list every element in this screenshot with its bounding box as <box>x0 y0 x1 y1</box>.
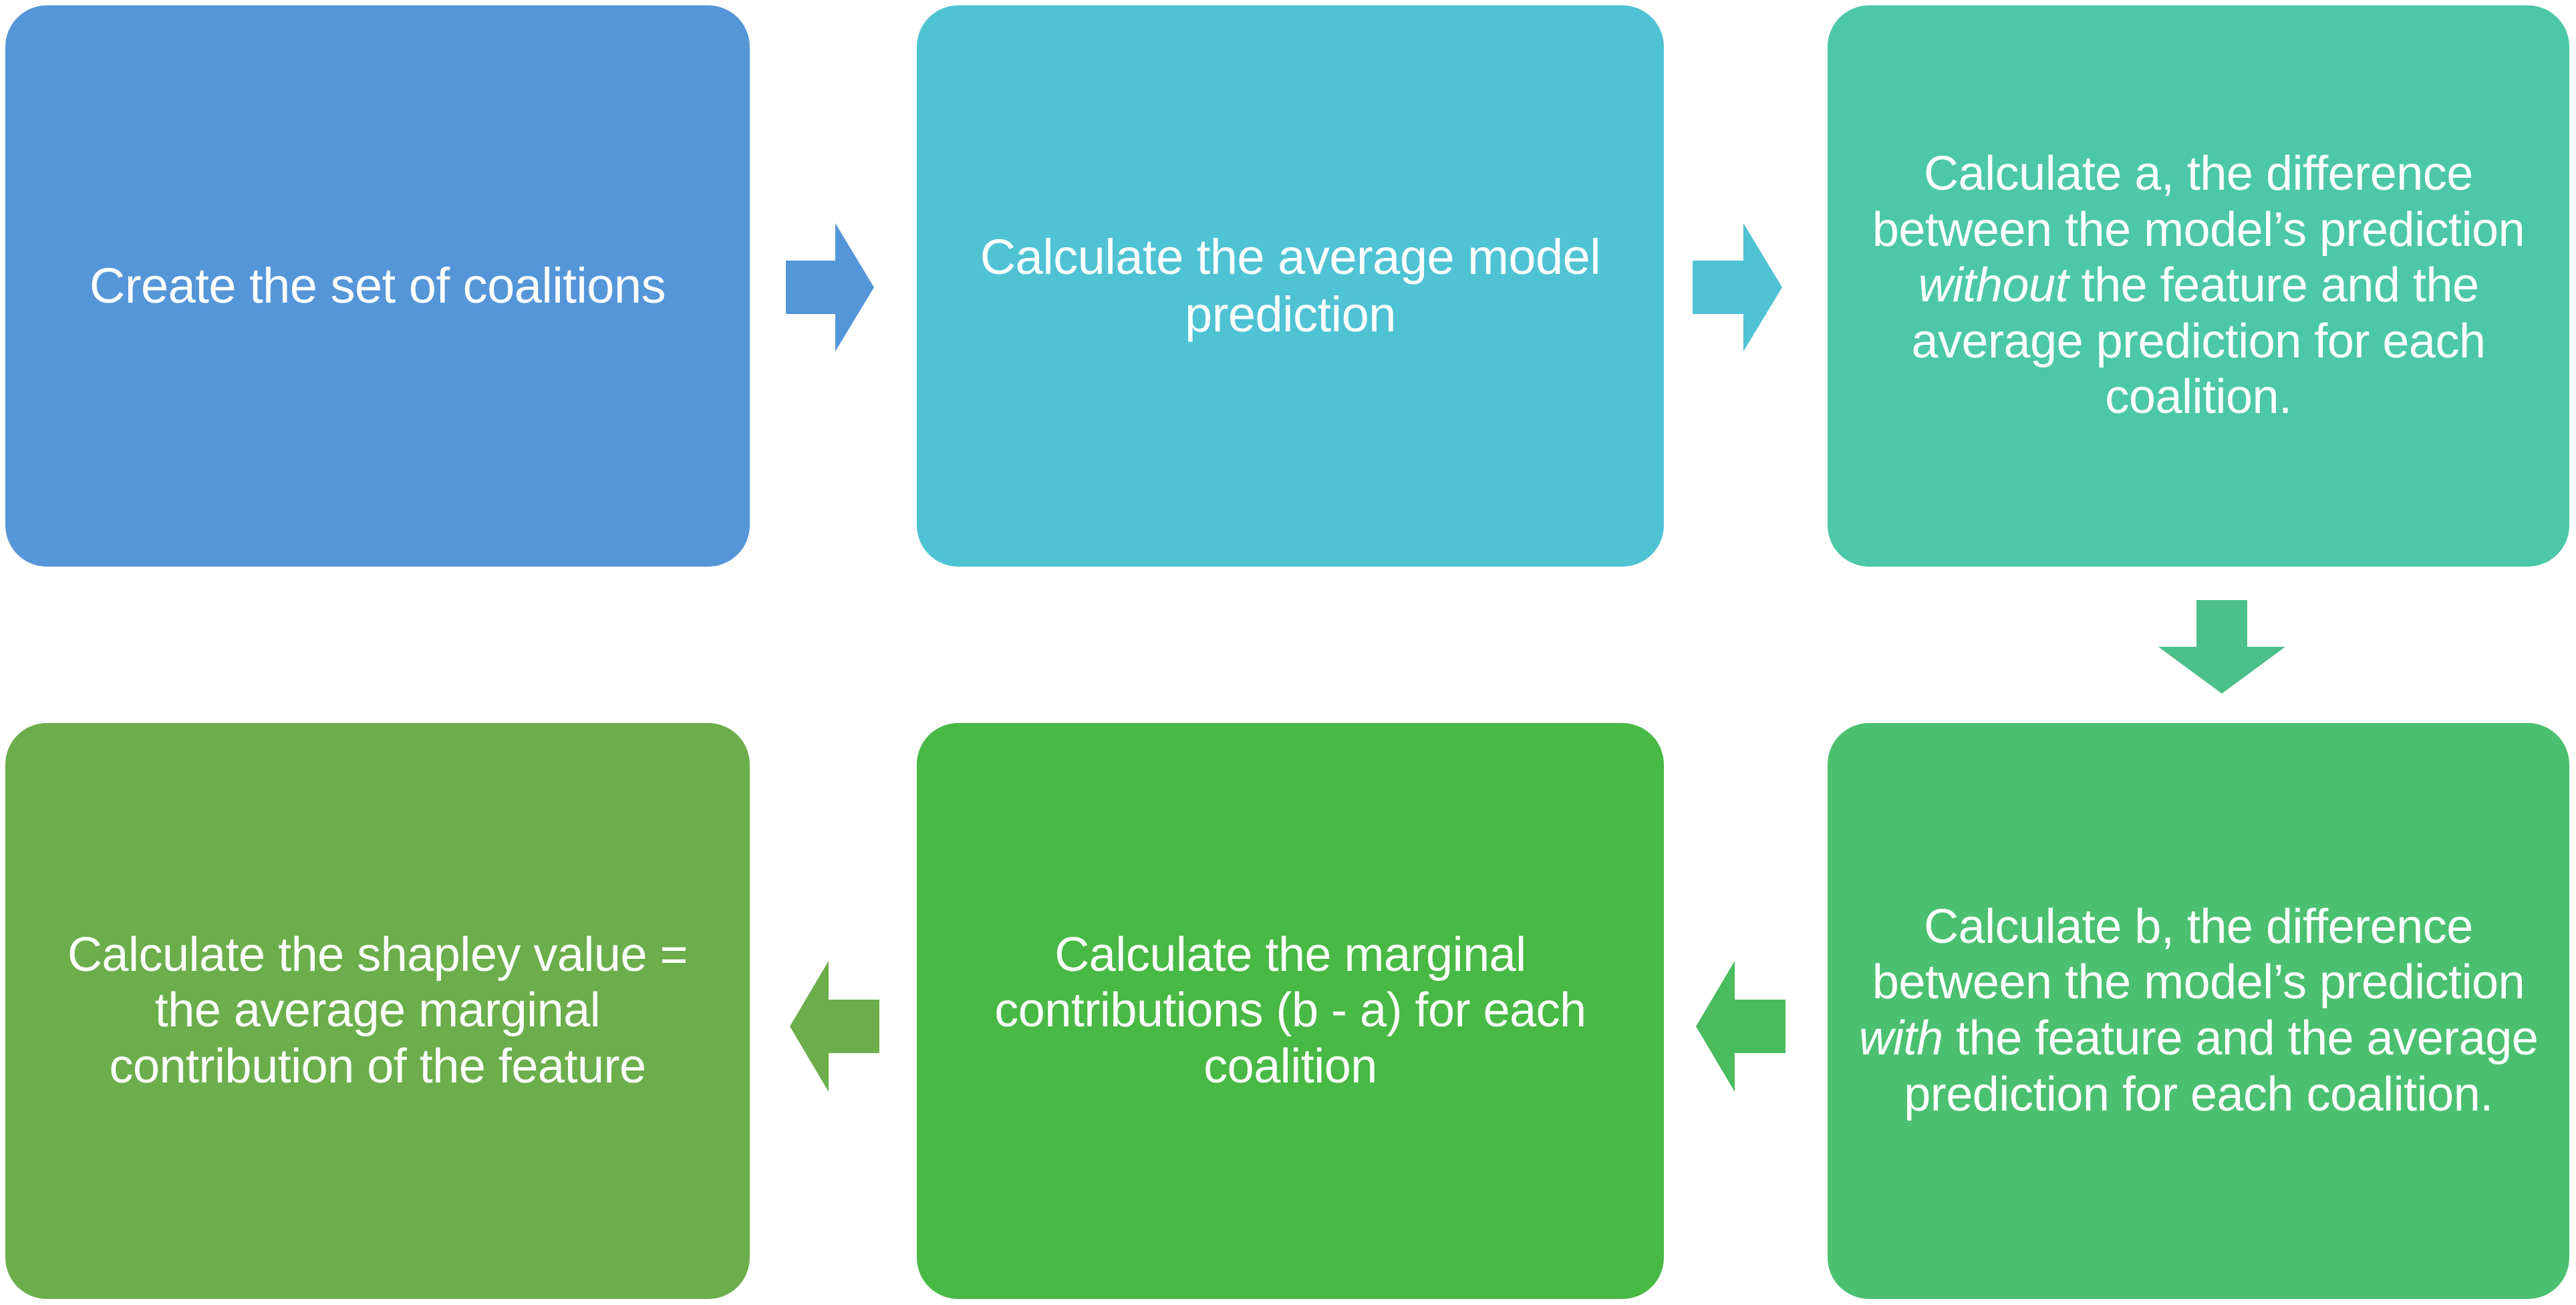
flow-node-calculate-a[interactable]: Calculate a, the difference between the … <box>1828 5 2569 567</box>
arrow-right-icon-average-to-calculate-a <box>1693 223 1782 351</box>
calculate-a-text-emphasis: without <box>1918 259 2069 313</box>
arrow-left-icon-calculate-b-to-marginal <box>1696 961 1785 1092</box>
flow-node-shapley-value-label: Calculate the shapley value = the averag… <box>67 927 688 1093</box>
flow-node-marginal-contributions[interactable]: Calculate the marginal contributions (b … <box>917 723 1664 1299</box>
flow-node-calculate-b[interactable]: Calculate b, the difference between the … <box>1828 723 2569 1299</box>
calculate-b-text-before: Calculate b, the difference between the … <box>1872 899 2525 1010</box>
flow-node-average-model-prediction[interactable]: Calculate the average model prediction <box>917 5 1664 567</box>
arrow-left-icon-marginal-to-shapley <box>790 961 879 1092</box>
flow-node-create-coalitions[interactable]: Create the set of coalitions <box>5 5 750 567</box>
flow-node-marginal-contributions-label: Calculate the marginal contributions (b … <box>994 927 1586 1093</box>
flow-node-create-coalitions-label: Create the set of coalitions <box>89 258 666 314</box>
flow-node-shapley-value[interactable]: Calculate the shapley value = the averag… <box>5 723 750 1299</box>
arrow-down-icon-calculate-a-to-calculate-b <box>2158 600 2285 694</box>
calculate-a-text-after: the feature and the average prediction f… <box>1911 259 2486 424</box>
arrow-right-icon-create-to-average <box>786 223 874 351</box>
flow-node-calculate-b-label: Calculate b, the difference between the … <box>1850 899 2547 1123</box>
calculate-a-text-before: Calculate a, the difference between the … <box>1872 147 2525 257</box>
flow-node-average-model-prediction-label: Calculate the average model prediction <box>980 229 1601 342</box>
calculate-b-text-emphasis: with <box>1858 1012 1944 1065</box>
flow-node-calculate-a-label: Calculate a, the difference between the … <box>1850 146 2547 426</box>
calculate-b-text-after: the feature and the average prediction f… <box>1904 1012 2539 1121</box>
